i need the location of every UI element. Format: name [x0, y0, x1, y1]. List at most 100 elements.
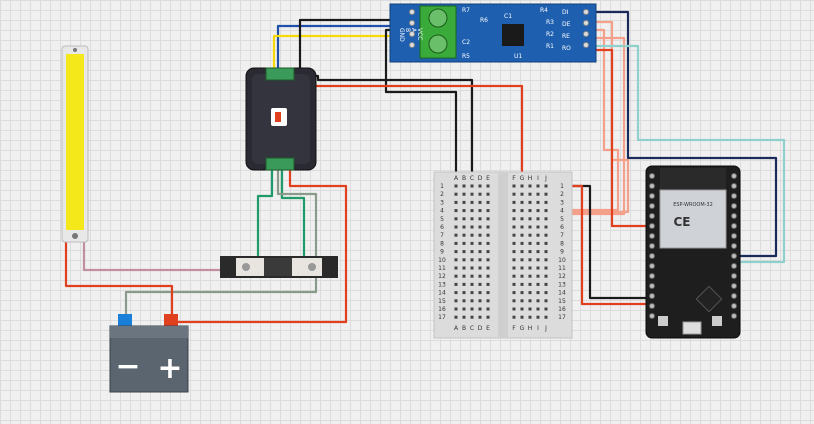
breadboard-hole[interactable]	[462, 217, 466, 221]
breadboard-hole[interactable]	[528, 225, 532, 229]
breadboard-hole[interactable]	[520, 282, 524, 286]
esp32-pin[interactable]	[649, 173, 655, 179]
wire-esp-tx[interactable]	[590, 10, 778, 258]
breadboard-hole[interactable]	[478, 274, 482, 278]
breadboard-hole[interactable]	[520, 192, 524, 196]
breadboard-hole[interactable]	[462, 225, 466, 229]
breadboard-hole[interactable]	[512, 184, 516, 188]
esp32-pin[interactable]	[731, 193, 737, 199]
esp32-pin[interactable]	[649, 223, 655, 229]
breadboard-hole[interactable]	[462, 274, 466, 278]
breadboard-hole[interactable]	[454, 315, 458, 319]
rs485-pin[interactable]	[409, 9, 415, 15]
breadboard-hole[interactable]	[486, 200, 490, 204]
breadboard-hole[interactable]	[454, 184, 458, 188]
breadboard-hole[interactable]	[528, 192, 532, 196]
breadboard-hole[interactable]	[520, 200, 524, 204]
breadboard-hole[interactable]	[512, 200, 516, 204]
breadboard-hole[interactable]	[520, 315, 524, 319]
esp32-pin[interactable]	[649, 283, 655, 289]
breadboard-hole[interactable]	[520, 307, 524, 311]
esp32-pin[interactable]	[731, 223, 737, 229]
breadboard-hole[interactable]	[478, 184, 482, 188]
esp32-pin[interactable]	[731, 263, 737, 269]
breadboard-hole[interactable]	[528, 200, 532, 204]
breadboard-hole[interactable]	[528, 233, 532, 237]
rs485-pin[interactable]	[583, 42, 589, 48]
breadboard-hole[interactable]	[454, 266, 458, 270]
breadboard-hole[interactable]	[478, 315, 482, 319]
breadboard-hole[interactable]	[470, 209, 474, 213]
breadboard-hole[interactable]	[520, 225, 524, 229]
breadboard-hole[interactable]	[478, 192, 482, 196]
esp32-pin[interactable]	[731, 173, 737, 179]
breadboard-hole[interactable]	[470, 282, 474, 286]
breadboard-hole[interactable]	[486, 217, 490, 221]
breadboard-hole[interactable]	[512, 241, 516, 245]
esp32-pin[interactable]	[731, 313, 737, 319]
rs485-pin[interactable]	[583, 31, 589, 37]
breadboard-hole[interactable]	[512, 299, 516, 303]
breadboard-hole[interactable]	[536, 291, 540, 295]
breadboard-hole[interactable]	[512, 209, 516, 213]
breadboard-hole[interactable]	[520, 233, 524, 237]
breadboard-hole[interactable]	[486, 307, 490, 311]
breadboard-hole[interactable]	[544, 209, 548, 213]
breadboard-hole[interactable]	[478, 258, 482, 262]
breadboard-hole[interactable]	[462, 291, 466, 295]
rs485-pin[interactable]	[409, 42, 415, 48]
esp32-pin[interactable]	[649, 233, 655, 239]
breadboard-hole[interactable]	[470, 225, 474, 229]
breadboard-hole[interactable]	[544, 200, 548, 204]
breadboard-hole[interactable]	[486, 241, 490, 245]
breadboard-hole[interactable]	[486, 299, 490, 303]
breadboard-hole[interactable]	[536, 299, 540, 303]
breadboard-hole[interactable]	[454, 192, 458, 196]
breadboard-hole[interactable]	[536, 200, 540, 204]
breadboard-hole[interactable]	[512, 291, 516, 295]
esp32-pin[interactable]	[649, 303, 655, 309]
breadboard-hole[interactable]	[478, 225, 482, 229]
breadboard-hole[interactable]	[486, 266, 490, 270]
breadboard-hole[interactable]	[512, 225, 516, 229]
wire-batt-neg[interactable]	[124, 164, 318, 316]
breadboard-hole[interactable]	[462, 192, 466, 196]
breadboard-hole[interactable]	[512, 307, 516, 311]
breadboard-hole[interactable]	[512, 250, 516, 254]
rs485-pin[interactable]	[583, 9, 589, 15]
esp32-pin[interactable]	[731, 243, 737, 249]
breadboard-hole[interactable]	[544, 274, 548, 278]
breadboard-hole[interactable]	[520, 266, 524, 270]
esp32-pin[interactable]	[649, 243, 655, 249]
esp32-pin[interactable]	[649, 213, 655, 219]
breadboard-hole[interactable]	[470, 192, 474, 196]
breadboard-hole[interactable]	[454, 258, 458, 262]
breadboard-hole[interactable]	[512, 266, 516, 270]
breadboard-hole[interactable]	[478, 299, 482, 303]
esp32-pin[interactable]	[731, 283, 737, 289]
breadboard-hole[interactable]	[536, 282, 540, 286]
wire-de[interactable]	[520, 20, 630, 214]
wire-shunt-b[interactable]	[280, 164, 306, 258]
breadboard-hole[interactable]	[462, 200, 466, 204]
breadboard-hole[interactable]	[544, 299, 548, 303]
breadboard-hole[interactable]	[528, 258, 532, 262]
breadboard-hole[interactable]	[454, 274, 458, 278]
breadboard-hole[interactable]	[470, 217, 474, 221]
rs485-pin[interactable]	[583, 20, 589, 26]
breadboard-hole[interactable]	[512, 258, 516, 262]
wire-rs485-vcc[interactable]	[298, 18, 474, 176]
breadboard-hole[interactable]	[454, 233, 458, 237]
breadboard-hole[interactable]	[544, 315, 548, 319]
breadboard-hole[interactable]	[512, 274, 516, 278]
breadboard-hole[interactable]	[536, 192, 540, 196]
breadboard-hole[interactable]	[470, 241, 474, 245]
breadboard-hole[interactable]	[520, 241, 524, 245]
wire-sensor-batt-pos[interactable]	[170, 164, 348, 324]
breadboard-hole[interactable]	[544, 233, 548, 237]
breadboard-hole[interactable]	[536, 233, 540, 237]
breadboard-hole[interactable]	[520, 291, 524, 295]
breadboard-hole[interactable]	[470, 315, 474, 319]
breadboard-hole[interactable]	[528, 307, 532, 311]
wire-re[interactable]	[528, 36, 626, 216]
